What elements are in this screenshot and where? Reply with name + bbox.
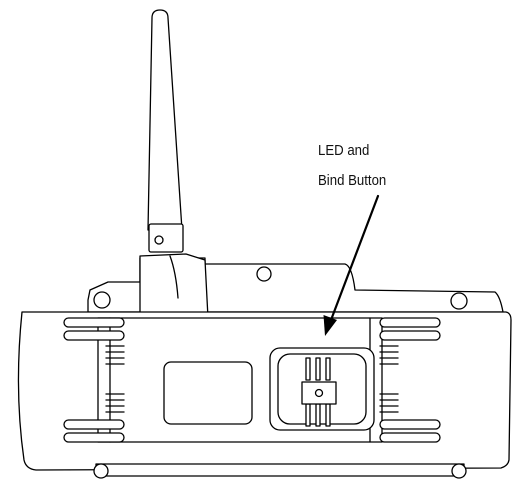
antenna — [147, 9, 184, 253]
callout-label: LED and Bind Button — [318, 136, 441, 196]
screw-holes — [93, 266, 468, 310]
antenna-base — [139, 253, 209, 321]
right-clips — [379, 317, 441, 443]
led-indicator — [314, 388, 324, 398]
bottom-rail — [93, 463, 467, 479]
callout-line-2: Bind Button — [318, 172, 387, 189]
bind-button-assembly — [269, 347, 375, 431]
bind-button-pins-bottom — [305, 403, 331, 427]
left-clips — [63, 317, 125, 443]
panel-window — [163, 361, 253, 425]
callout-arrow — [323, 194, 380, 336]
bind-button-pins-top — [305, 357, 331, 381]
callout-line-1: LED and — [318, 142, 370, 159]
